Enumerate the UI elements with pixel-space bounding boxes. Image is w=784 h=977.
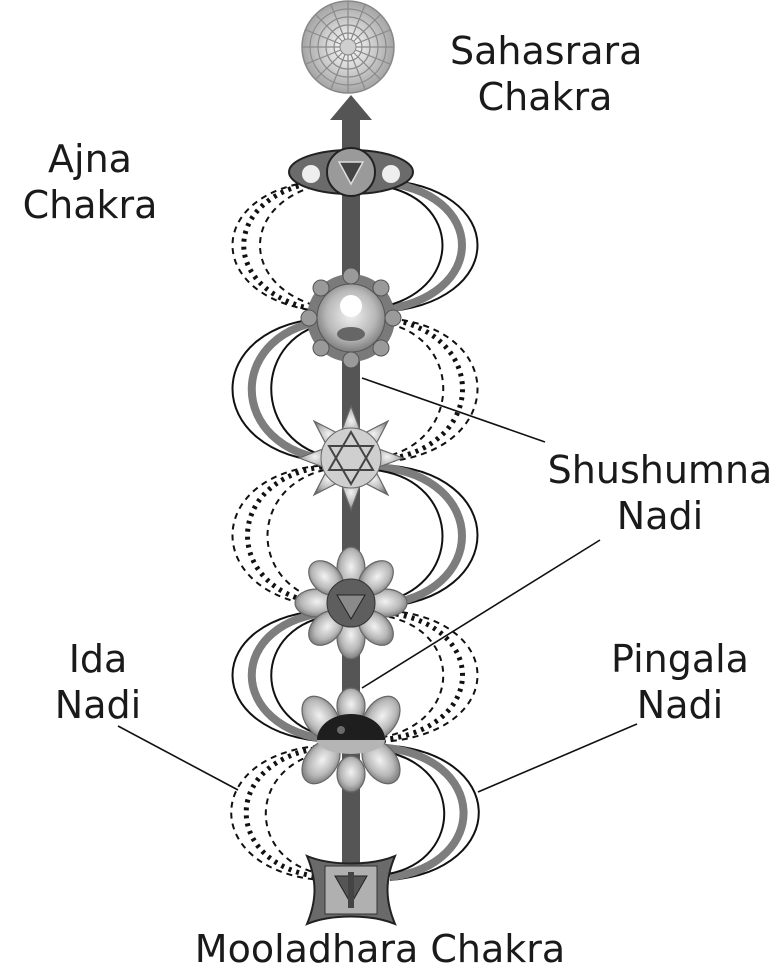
ida-label: Ida Nadi	[38, 636, 158, 728]
pingala-wave-4-inner	[377, 614, 445, 739]
ida-wave-5-inner	[264, 749, 336, 875]
ida-wave-3	[231, 464, 331, 608]
pingala-wave-2-dots	[379, 315, 465, 463]
pingala-label-line1: Pingala	[611, 637, 749, 681]
channel-arrow-head	[330, 95, 372, 120]
sahasrara-label: Sahasrara Chakra	[450, 28, 643, 120]
pingala-wave-5	[379, 744, 480, 881]
ida-wave-1-inner	[259, 181, 336, 311]
shushumna-label: Shushumna Nadi	[540, 447, 780, 539]
ida-leader	[117, 725, 239, 791]
shushumna-label-line1: Shushumna	[547, 448, 773, 492]
sahasrara-label-line1: Sahasrara	[450, 29, 643, 73]
pingala-wave-5-band	[377, 743, 468, 881]
svadhisthana-chakra-icon	[301, 687, 401, 793]
pingala-wave-1-band	[377, 178, 466, 314]
pingala-label: Pingala Nadi	[590, 636, 770, 728]
shushumna-leader-upper	[361, 377, 546, 443]
vishuddha-chakra-icon	[300, 267, 402, 369]
ida-wave-5	[230, 744, 331, 881]
ida-label-line2: Nadi	[54, 683, 142, 727]
ida-wave-4	[231, 609, 331, 743]
sahasrara-label-line2: Chakra	[477, 75, 613, 119]
pingala-wave-1	[379, 179, 479, 313]
ida-wave-4-inner	[270, 614, 336, 739]
pingala-wave-3-inner	[374, 469, 444, 604]
ajna-label-line2: Chakra	[22, 183, 158, 227]
ajna-label: Ajna Chakra	[20, 136, 160, 228]
pingala-wave-4	[379, 609, 479, 743]
ida-wave-1-dots	[241, 177, 331, 315]
ida-wave-2-inner	[270, 321, 336, 459]
anahata-chakra-icon	[297, 404, 405, 512]
leader-lines	[117, 377, 638, 793]
pingala-wave-1-inner	[374, 184, 444, 309]
pingala-wave-2	[379, 317, 479, 463]
pingala-wave-3-band	[377, 463, 466, 609]
shushumna-label-line2: Nadi	[616, 494, 704, 538]
pingala-wave-3	[379, 464, 479, 608]
sahasrara-lotus-icon	[301, 0, 395, 94]
ida-wave-2-band	[247, 316, 333, 464]
ida-label-line1: Ida	[68, 637, 128, 681]
mooladhara-chakra-icon	[305, 854, 397, 926]
pingala-wave-4-dots	[379, 609, 465, 743]
pingala-wave-5-inner	[374, 749, 446, 875]
mooladhara-label: Mooladhara Chakra	[194, 927, 566, 971]
pingala-leader	[477, 723, 638, 793]
ida-wave-1	[231, 179, 331, 313]
shushumna-leader-lower	[361, 539, 601, 689]
ida-wave-4-band	[247, 608, 333, 744]
ida-wave-2	[231, 317, 331, 463]
ajna-label-line1: Ajna	[48, 137, 132, 181]
ida-wave-5-dots	[243, 744, 331, 880]
manipura-chakra-icon	[294, 546, 408, 660]
pingala-wave-2-inner	[377, 321, 445, 459]
ajna-chakra-icon	[288, 147, 414, 197]
pingala-label-line2: Nadi	[636, 683, 724, 727]
